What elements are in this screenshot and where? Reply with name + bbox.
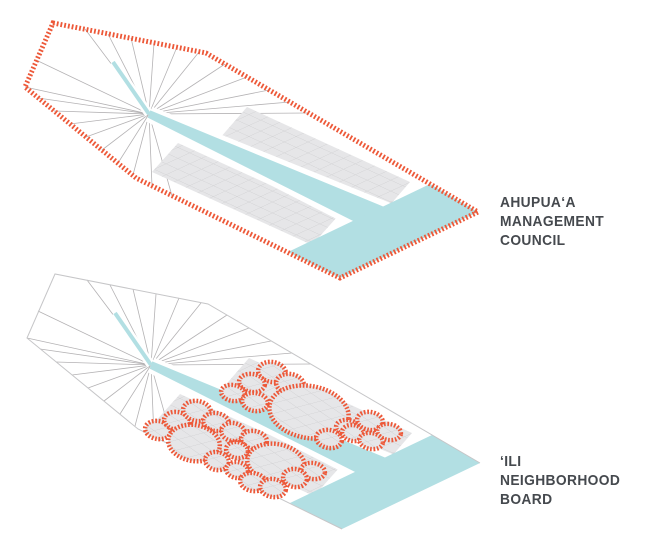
- label-line: ‘ILI: [500, 453, 522, 470]
- label-ili-neighborhood-board: ‘ILI NEIGHBORHOOD BOARD: [500, 452, 656, 509]
- ili-circle: [313, 427, 345, 451]
- ahupuaa-boundary-hatched: [21, 20, 484, 281]
- ili-circle: [356, 430, 386, 452]
- ili-circle: [374, 421, 404, 443]
- label-line: NEIGHBORHOOD: [500, 472, 621, 489]
- ili-circle: [354, 409, 386, 433]
- ili-circle: [257, 476, 289, 500]
- ili-circle: [218, 382, 248, 404]
- ili-circle: [280, 466, 310, 490]
- ili-circle: [236, 371, 268, 395]
- label-line: MANAGEMENT: [500, 213, 605, 230]
- label-line: COUNCIL: [500, 232, 566, 249]
- ahupuaa-parcel: [21, 20, 484, 281]
- label-ahupuaa-management-council: AHUPUA‘A MANAGEMENT COUNCIL: [500, 193, 656, 250]
- label-line: AHUPUA‘A: [500, 194, 576, 211]
- ili-parcel: [27, 274, 480, 529]
- ili-circle: [239, 390, 271, 414]
- ili-circle: [298, 460, 328, 482]
- ili-circles: [142, 359, 404, 500]
- ili-circle-large: [165, 422, 223, 464]
- label-line: BOARD: [500, 491, 553, 508]
- ili-circle-large: [267, 383, 351, 441]
- ili-circle: [223, 439, 251, 461]
